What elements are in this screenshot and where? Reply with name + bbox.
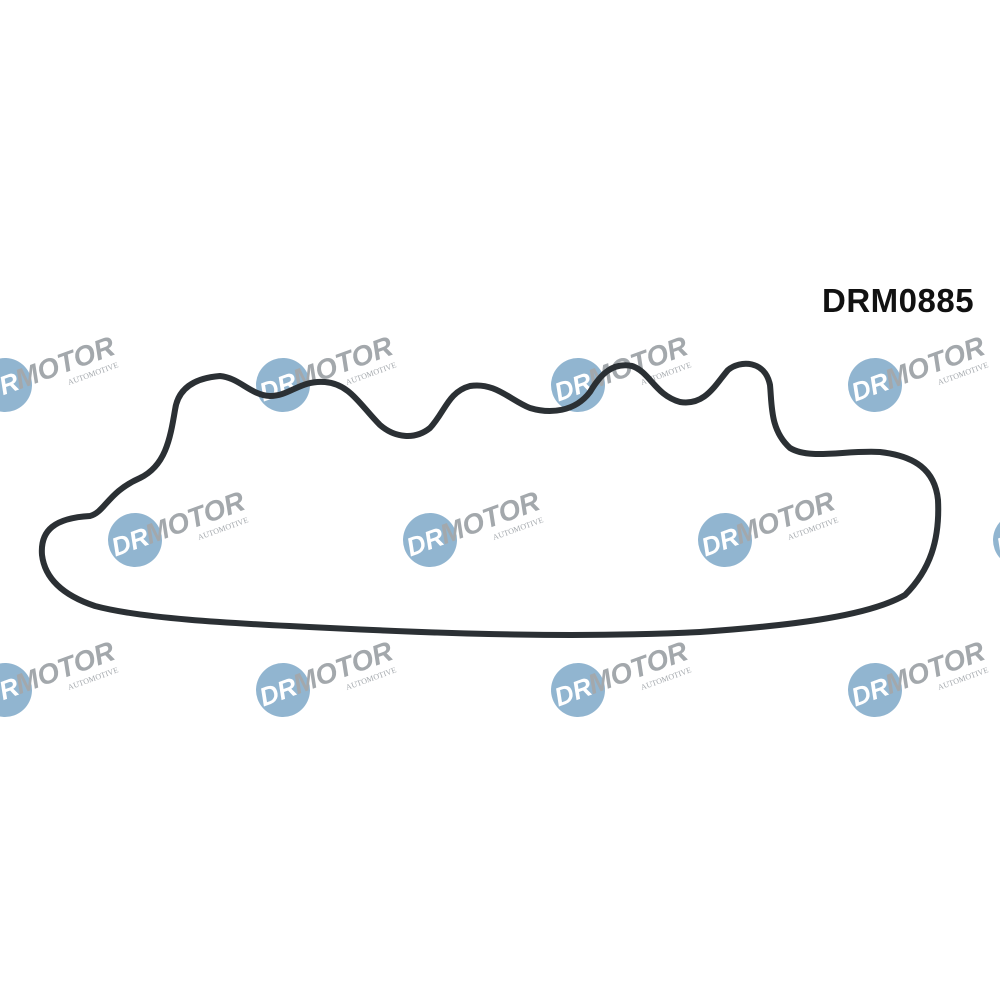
watermark-circle [698, 513, 752, 567]
watermark-circle [256, 663, 310, 717]
watermark-circle [0, 663, 32, 717]
watermark-circle [403, 513, 457, 567]
watermark-circle [0, 358, 32, 412]
watermark-circle [848, 358, 902, 412]
watermark-circle [551, 663, 605, 717]
product-code: DRM0885 [822, 282, 975, 319]
watermark-circle [848, 663, 902, 717]
valve-cover-gasket [38, 360, 942, 638]
watermark-circle [108, 513, 162, 567]
svg-text:DR: DR [992, 521, 1000, 562]
watermark-circle [551, 358, 605, 412]
